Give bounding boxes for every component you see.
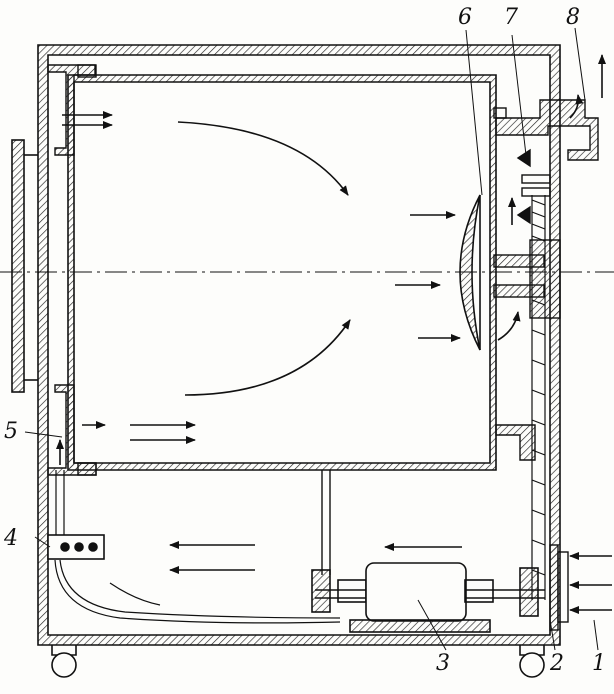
label-2: 2	[549, 651, 564, 676]
right-lower-bracket	[495, 424, 536, 461]
exhaust-duct	[493, 99, 599, 161]
label-8: 8	[566, 5, 580, 30]
belt-drive	[531, 195, 546, 600]
label-7: 7	[504, 5, 518, 30]
control-box	[47, 534, 105, 560]
leader-lines	[24, 27, 599, 651]
top-left-inlet-duct	[47, 64, 97, 156]
motor	[311, 562, 545, 633]
callout-labels: 6 7 8 5 4 3 2 1	[3, 5, 606, 676]
support-post	[321, 470, 331, 575]
label-4: 4	[3, 526, 18, 551]
airflow-arrows	[56, 54, 612, 614]
door-panel	[11, 139, 38, 393]
outer-cabinet-wall	[37, 44, 561, 646]
label-1: 1	[592, 651, 606, 676]
intake-flap	[549, 544, 569, 631]
bottom-left-duct	[47, 384, 97, 476]
label-3: 3	[436, 651, 450, 676]
wiring	[54, 470, 341, 624]
wheels	[51, 645, 545, 678]
label-6: 6	[458, 5, 472, 30]
drum-chamber	[67, 74, 497, 471]
label-5: 5	[4, 419, 18, 444]
